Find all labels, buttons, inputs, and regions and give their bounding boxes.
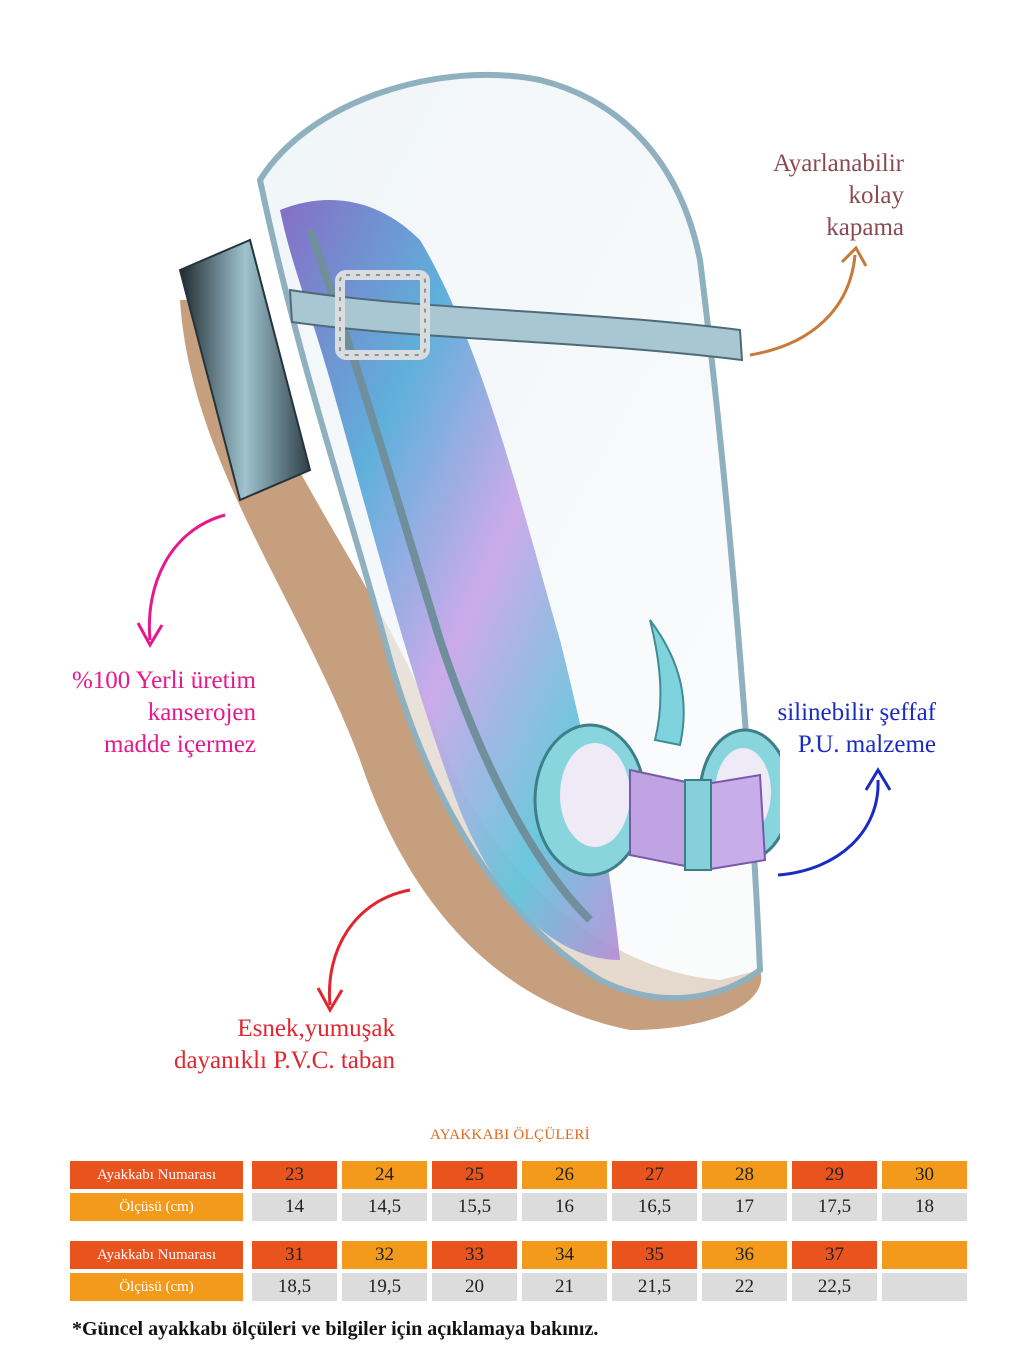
callout-adjustable-closure: Ayarlanabilir kolay kapama [700, 148, 904, 244]
callout-line: madde içermez [104, 731, 256, 758]
size-measure: 22 [702, 1273, 787, 1301]
callout-line: Ayarlanabilir [773, 150, 904, 177]
size-measure: 17,5 [792, 1193, 877, 1221]
size-number: 24 [342, 1161, 427, 1189]
size-row-numbers-2: Ayakkabı Numarası 31 32 33 34 35 36 37 [70, 1241, 972, 1269]
size-number: 35 [612, 1241, 697, 1269]
arrow-material-icon [777, 767, 892, 877]
callout-line: Esnek,yumuşak [237, 1015, 395, 1042]
arrow-closure-icon [749, 245, 868, 357]
size-measure: 18 [882, 1193, 967, 1221]
row-label-number: Ayakkabı Numarası [70, 1161, 243, 1189]
row-label-measure: Ölçüsü (cm) [70, 1273, 243, 1301]
row-label-number: Ayakkabı Numarası [70, 1241, 243, 1269]
size-number: 26 [522, 1161, 607, 1189]
size-measure: 14 [252, 1193, 337, 1221]
size-measure [882, 1273, 967, 1301]
callout-line: kanserojen [147, 699, 256, 726]
size-number: 36 [702, 1241, 787, 1269]
size-number: 37 [792, 1241, 877, 1269]
callout-line: P.U. malzeme [797, 731, 936, 758]
size-number: 34 [522, 1241, 607, 1269]
callout-line: %100 Yerli üretim [71, 667, 256, 694]
size-number: 32 [342, 1241, 427, 1269]
size-number: 30 [882, 1161, 967, 1189]
size-measure: 15,5 [432, 1193, 517, 1221]
callout-line: kolay [848, 182, 904, 209]
size-number: 28 [702, 1161, 787, 1189]
size-row-measures-2: Ölçüsü (cm) 18,5 19,5 20 21 21,5 22 22,5 [70, 1273, 972, 1301]
size-measure: 18,5 [252, 1273, 337, 1301]
product-image-shoe [178, 71, 780, 1030]
size-number: 25 [432, 1161, 517, 1189]
callout-line: dayanıklı P.V.C. taban [173, 1047, 395, 1074]
size-measure: 19,5 [342, 1273, 427, 1301]
callout-sole: Esnek,yumuşak dayanıklı P.V.C. taban [150, 1013, 395, 1077]
footnote: *Güncel ayakkabı ölçüleri ve bilgiler iç… [72, 1318, 599, 1340]
size-number: 23 [252, 1161, 337, 1189]
row-label-measure: Ölçüsü (cm) [70, 1193, 243, 1221]
size-measure: 16,5 [612, 1193, 697, 1221]
size-measure: 14,5 [342, 1193, 427, 1221]
size-measure: 16 [522, 1193, 607, 1221]
size-measure: 20 [432, 1273, 517, 1301]
callout-material: silinebilir şeffaf P.U. malzeme [700, 697, 936, 761]
size-number: 29 [792, 1161, 877, 1189]
arrow-local-icon [136, 513, 226, 649]
callout-line: kapama [826, 214, 904, 241]
size-measure: 21,5 [612, 1273, 697, 1301]
size-number [882, 1241, 967, 1269]
arrow-sole-icon [316, 888, 411, 1014]
size-measure: 17 [702, 1193, 787, 1221]
callout-line: silinebilir şeffaf [777, 699, 936, 726]
size-number: 27 [612, 1161, 697, 1189]
size-row-measures-1: Ölçüsü (cm) 14 14,5 15,5 16 16,5 17 17,5… [70, 1193, 972, 1221]
callout-local-production: %100 Yerli üretim kanserojen madde içerm… [20, 665, 256, 761]
size-measure: 22,5 [792, 1273, 877, 1301]
size-row-numbers-1: Ayakkabı Numarası 23 24 25 26 27 28 29 3… [70, 1161, 972, 1189]
size-number: 31 [252, 1241, 337, 1269]
size-table-title: AYAKKABI ÖLÇÜLERİ [430, 1127, 590, 1143]
size-measure: 21 [522, 1273, 607, 1301]
size-number: 33 [432, 1241, 517, 1269]
